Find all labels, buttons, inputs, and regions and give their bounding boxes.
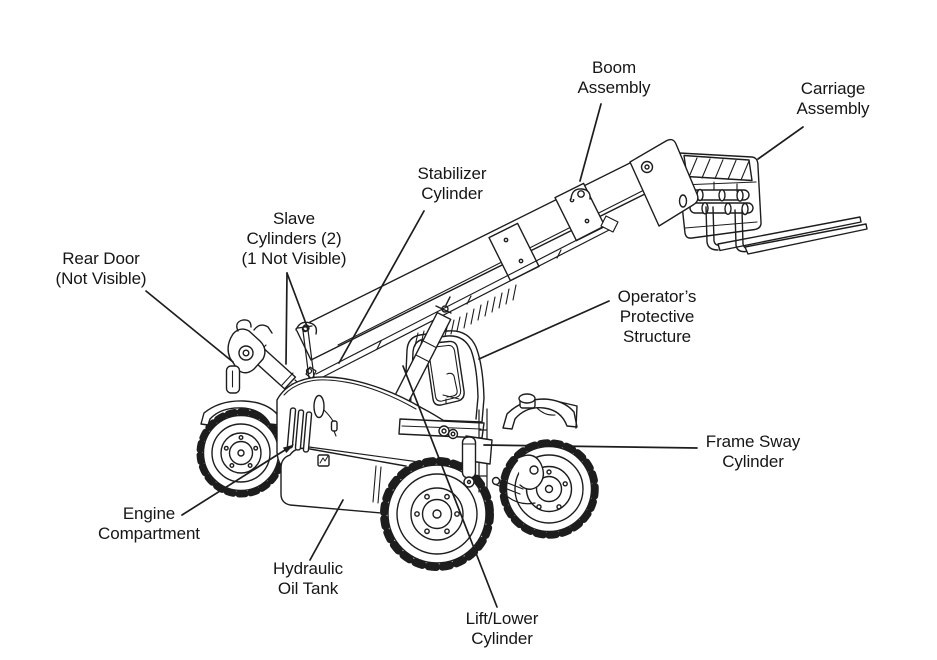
leader-operators-protective-structure [478,300,610,360]
rear-door-drawing [225,319,273,394]
front-right-wheel [499,439,599,539]
boom-assembly-drawing [295,138,699,361]
leader-engine-compartment [181,449,286,516]
label-hydraulic-oil-tank: Hydraulic Oil Tank [273,559,343,598]
leader-rear-door [145,290,234,363]
leader-hydraulic-oil-tank [309,499,344,561]
cab-base-frame [398,418,485,440]
rear-wheel [196,408,286,498]
leader-carriage-assembly [757,126,804,160]
label-rear-door: Rear Door (Not Visible) [55,249,147,288]
leader-stabilizer-cylinder [338,210,425,364]
label-slave-cylinders: Slave Cylinders (2) (1 Not Visible) [241,209,347,268]
leader-slave-cylinders-b [286,272,309,330]
leader-engine-arrowhead [282,444,294,453]
frame-sway-cylinder-drawing [461,408,545,505]
fork-tines [705,206,868,255]
mirror [313,394,338,437]
carriage-assembly-drawing [676,152,868,255]
rear-fender [200,400,280,426]
leader-lines [145,103,804,608]
brand-logo [317,454,330,467]
label-carriage-assembly: Carriage Assembly [796,79,870,118]
leader-lift-lower-cylinder [402,365,498,608]
beacon-light [518,393,556,416]
label-frame-sway-cylinder: Frame Sway Cylinder [705,432,801,471]
label-lift-lower-cylinder: Lift/Lower Cylinder [465,609,539,648]
label-stabilizer-cylinder: Stabilizer Cylinder [417,164,487,203]
leader-boom-assembly [579,103,602,182]
front-fender [502,393,578,430]
leader-frame-sway-cylinder [483,444,698,449]
leader-slave-cylinders-a [285,272,288,365]
hood-louvers [286,407,313,453]
label-boom-assembly: Boom Assembly [577,58,651,97]
label-operators-protective-structure: Operator’s Protective Structure [617,287,697,346]
label-engine-compartment: Engine Compartment [98,504,200,543]
